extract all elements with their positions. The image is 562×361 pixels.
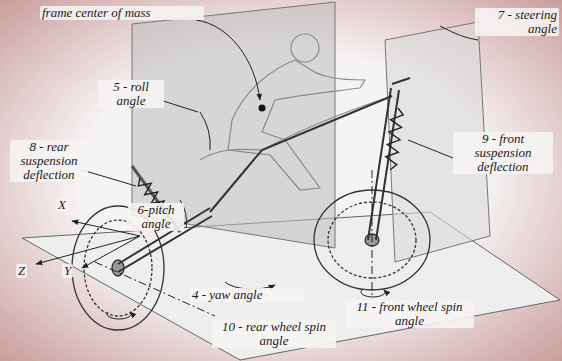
dof-label: 11 - front wheel spin angle — [345, 300, 474, 328]
dof-label: 8 - rear suspension deflection — [10, 140, 88, 182]
annotation-lines — [36, 20, 478, 319]
leader-label: frame center of mass — [40, 6, 204, 20]
dof-label: 7 - steering angle — [475, 8, 559, 36]
dof-label: 10 - rear wheel spin angle — [212, 320, 336, 348]
rider-silhouette — [200, 34, 392, 190]
axis-label: X — [56, 198, 68, 212]
center-of-mass-dot — [259, 105, 266, 112]
dof-label: 4 - yaw angle — [190, 288, 304, 302]
dof-label: 9 - front suspension deflection — [453, 132, 553, 174]
dof-label: 6-pitch angle — [128, 203, 184, 231]
axis-label: Y — [62, 264, 73, 278]
axis-label: Z — [16, 264, 27, 278]
dof-label: 5 - roll angle — [98, 80, 164, 108]
